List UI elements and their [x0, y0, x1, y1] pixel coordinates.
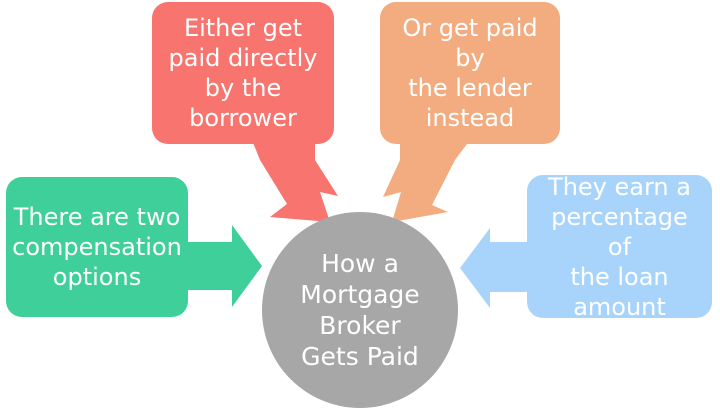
node-paid-by-borrower-label: Either get paid directly by the borrower	[168, 14, 318, 132]
arrow-right	[460, 228, 530, 308]
node-percentage-of-loan: They earn a percentage of the loan amoun…	[527, 173, 712, 321]
arrow-top-left	[252, 140, 338, 222]
node-two-options-label: There are two compensation options	[12, 203, 182, 291]
node-paid-by-borrower: Either get paid directly by the borrower	[152, 2, 334, 144]
arrow-top-right	[383, 140, 470, 222]
node-percentage-of-loan-label: They earn a percentage of the loan amoun…	[548, 172, 691, 321]
node-paid-by-lender-label: Or get paid by the lender instead	[402, 14, 538, 132]
arrow-left	[186, 225, 262, 307]
node-two-options: There are two compensation options	[6, 177, 188, 317]
node-paid-by-lender: Or get paid by the lender instead	[380, 2, 560, 144]
center-topic: How a Mortgage Broker Gets Paid	[262, 212, 458, 408]
center-topic-label: How a Mortgage Broker Gets Paid	[300, 248, 420, 372]
